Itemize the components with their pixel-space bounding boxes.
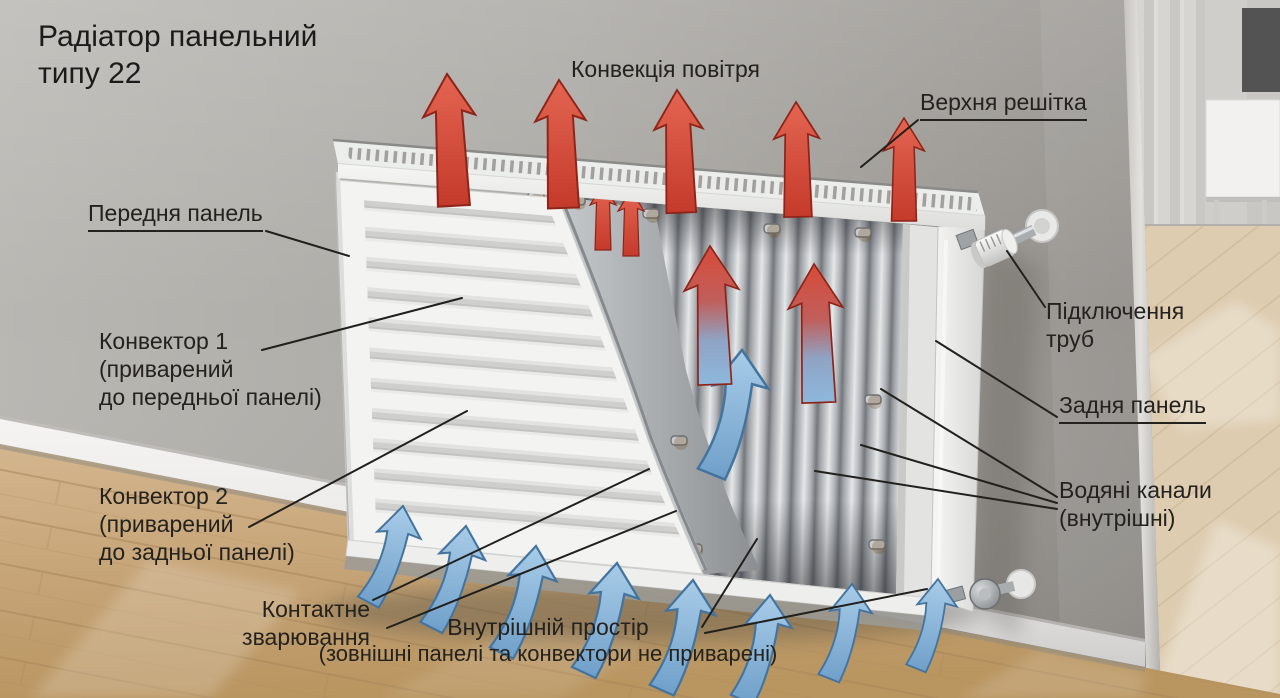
leader-convector1 [261,297,463,351]
label-air-convection: Конвекція повітря [571,56,760,82]
thermostatic-valve [955,209,1059,269]
weld-nub [670,435,688,450]
weld-nub [864,394,882,409]
valve-head [970,228,1018,269]
label-contact-welding: Контактне зварювання [242,596,370,651]
curtain [1137,0,1214,236]
leader-water-channels [814,470,1058,510]
leader-contact-welding [386,510,677,629]
right-end-cap [930,216,986,613]
label-inner-space: Внутрішній простір (зовнішні панелі та к… [318,614,778,667]
weld-nub [854,227,872,242]
leader-front-panel [265,230,350,257]
page-title-line1: Радіатор панельний [38,20,318,53]
leader-top-grille [860,119,919,168]
front-panel [334,169,704,575]
label-water-channels: Водяні канали (внутрішні) [1059,477,1212,532]
weld-nubs [527,191,886,558]
label-convector2: Конвектор 2 (приварений до задньої панел… [99,483,295,566]
weld-nub [868,539,886,554]
radiator [332,138,1059,631]
leader-water-channels [860,444,1058,504]
leader-rear-panel [935,340,1058,418]
weld-nub [642,208,660,223]
label-front-panel: Передня панель [88,199,263,233]
wall-corner-edge [1124,0,1161,698]
leader-lines [248,119,1058,634]
grille-slats [344,147,977,211]
leader-pipe-connection [1006,250,1046,308]
weld-nub [763,223,781,238]
wall-shadow [972,235,1038,640]
front-top-lip [338,164,985,230]
label-convector1: Конвектор 1 (приварений до передньої пан… [99,328,322,411]
peeled-panel [560,196,760,574]
leader-contact-welding [372,468,650,601]
return-valve [946,569,1036,610]
page-title: Радіатор панельний типу 22 [38,18,317,92]
leader-inner-space [701,538,758,628]
page-title-line2: типу 22 [38,57,142,91]
leader-convector2 [248,410,468,528]
front-panel-ribs [364,200,688,552]
room-background [1137,0,1280,698]
tv-stand [1205,99,1280,198]
label-rear-panel: Задня панель [1059,391,1207,425]
label-top-grille: Верхня решітка [920,88,1087,122]
leader-inner-space [704,588,928,634]
leader-water-channels [880,388,1058,498]
label-pipe-connection: Підключення труб [1046,298,1185,353]
tv-screen [1242,8,1280,92]
